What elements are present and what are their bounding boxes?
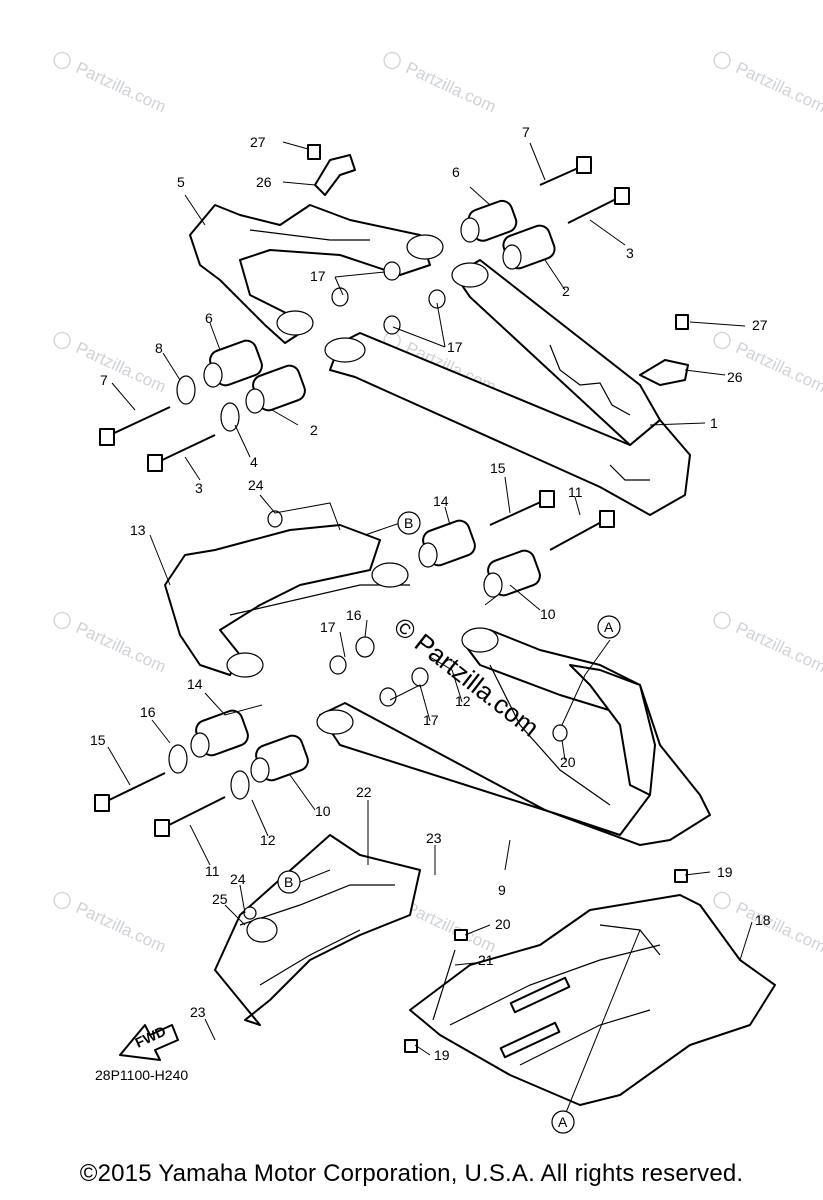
- svg-text:Partzilla.com: Partzilla.com: [73, 58, 169, 116]
- reference-circle-b: B: [277, 870, 301, 894]
- leader-lines: [107, 141, 753, 1116]
- lower-arm-part-9: [316, 627, 711, 846]
- callout-16: 16: [346, 607, 362, 623]
- callout-10: 10: [540, 606, 556, 622]
- svg-text:B: B: [404, 515, 413, 531]
- watermark: Partzilla.com: [53, 51, 169, 117]
- callout-15: 15: [490, 460, 506, 476]
- callout-17: 17: [310, 268, 326, 284]
- callout-11: 11: [568, 484, 583, 500]
- bolts-lower: [94, 490, 615, 837]
- callout-18: 18: [755, 912, 771, 928]
- reference-circle-a: A: [551, 1110, 575, 1134]
- svg-text:A: A: [604, 619, 614, 635]
- bolts-upper: [99, 156, 630, 472]
- callout-23: 23: [426, 830, 442, 846]
- callout-4: 4: [250, 454, 258, 470]
- watermark: Partzilla.com: [383, 51, 499, 117]
- callout-1: 1: [710, 415, 718, 431]
- callout-23: 23: [190, 1004, 206, 1020]
- callout-24: 24: [248, 477, 264, 493]
- fwd-arrow: FWD: [119, 1023, 179, 1061]
- svg-text:Partzilla.com: Partzilla.com: [733, 58, 823, 116]
- svg-text:Partzilla.com: Partzilla.com: [403, 58, 499, 116]
- upper-arm-part-5: [189, 204, 444, 344]
- callout-25: 25: [212, 891, 228, 907]
- callout-27: 27: [250, 134, 266, 150]
- callout-2: 2: [310, 422, 318, 438]
- callout-17: 17: [423, 712, 439, 728]
- callout-2: 2: [562, 283, 570, 299]
- callout-24: 24: [230, 871, 246, 887]
- callout-19: 19: [434, 1047, 450, 1063]
- svg-text:Partzilla.com: Partzilla.com: [733, 338, 823, 396]
- callout-10: 10: [315, 803, 331, 819]
- watermark: Partzilla.com: [713, 331, 823, 397]
- callout-21: 21: [478, 952, 494, 968]
- watermark: Partzilla.com: [713, 51, 823, 117]
- callout-7: 7: [522, 124, 530, 140]
- reference-circle-a: A: [597, 615, 621, 639]
- callout-12: 12: [455, 693, 471, 709]
- brackets-26-27: [307, 144, 689, 386]
- watermark: Partzilla.com: [53, 331, 169, 397]
- watermark: Partzilla.com: [713, 611, 823, 677]
- svg-text:Partzilla.com: Partzilla.com: [733, 898, 823, 956]
- guard-part-18: [404, 869, 776, 1106]
- bushings-upper: [176, 199, 556, 432]
- callout-6: 6: [205, 310, 213, 326]
- callout-26: 26: [256, 174, 272, 190]
- lower-arm-part-13: [164, 524, 410, 678]
- callout-27: 27: [752, 317, 768, 333]
- callout-11: 11: [205, 863, 220, 879]
- callout-20: 20: [495, 916, 511, 932]
- callout-14: 14: [187, 676, 203, 692]
- callout-22: 22: [356, 784, 372, 800]
- reference-circle-b: B: [397, 511, 421, 535]
- watermark: Partzilla.com: [53, 611, 169, 677]
- callout-6: 6: [452, 164, 460, 180]
- bushings-lower: [168, 510, 568, 800]
- svg-text:Partzilla.com: Partzilla.com: [73, 618, 169, 676]
- callout-14: 14: [433, 493, 449, 509]
- copyright-notice: ©2015 Yamaha Motor Corporation, U.S.A. A…: [79, 1160, 744, 1187]
- svg-text:B: B: [284, 874, 293, 890]
- svg-text:Partzilla.com: Partzilla.com: [73, 898, 169, 956]
- watermark: Partzilla.com: [53, 891, 169, 957]
- upper-arm-part-1: [324, 259, 691, 516]
- callout-7: 7: [100, 372, 108, 388]
- callout-5: 5: [177, 174, 185, 190]
- reference-markers: B A B A: [277, 511, 621, 1134]
- diagram-code: 28P1100-H240: [95, 1067, 188, 1083]
- callout-16: 16: [140, 704, 156, 720]
- callout-26: 26: [727, 369, 743, 385]
- callout-labels: 27 26 5 6 7 3 2 17 17 27 26 1 6 8 7 2 4 …: [90, 124, 771, 1063]
- guard-part-22: [214, 834, 421, 1026]
- callout-3: 3: [626, 245, 634, 261]
- callout-17: 17: [320, 619, 336, 635]
- callout-13: 13: [130, 522, 146, 538]
- svg-text:A: A: [558, 1114, 568, 1130]
- callout-8: 8: [155, 340, 163, 356]
- callout-3: 3: [195, 480, 203, 496]
- callout-19: 19: [717, 864, 733, 880]
- svg-text:Partzilla.com: Partzilla.com: [733, 618, 823, 676]
- callout-15: 15: [90, 732, 106, 748]
- callout-17: 17: [447, 339, 463, 355]
- callout-20: 20: [560, 754, 576, 770]
- callout-12: 12: [260, 832, 276, 848]
- callout-9: 9: [498, 882, 506, 898]
